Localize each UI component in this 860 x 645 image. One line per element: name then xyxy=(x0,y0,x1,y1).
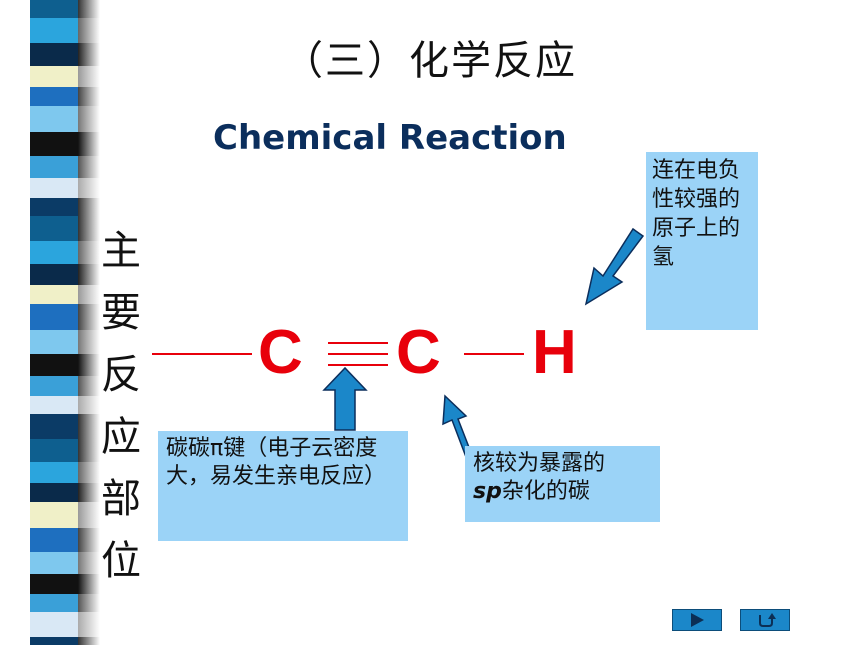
stripe-shadow-segment xyxy=(78,43,100,66)
stripe-segment xyxy=(30,198,78,216)
stripe-shadow-segment xyxy=(78,574,100,594)
return-button[interactable] xyxy=(740,609,790,631)
side-label-char: 应 xyxy=(101,414,141,460)
stripe-shadow-segment xyxy=(78,304,100,330)
stripe-shadow-segment xyxy=(78,87,100,106)
arrow-to-hydrogen xyxy=(584,227,645,306)
decorative-stripe-bar xyxy=(0,0,108,645)
stripe-shadow-segment xyxy=(78,264,100,285)
stripe-segment xyxy=(30,87,78,106)
next-slide-button[interactable] xyxy=(672,609,722,631)
stripe-shadow-segment xyxy=(78,483,100,502)
stripe-shadow-segment xyxy=(78,414,100,439)
hydrogen-annotation-box: 连在电负性较强的原子上的氢 xyxy=(646,152,758,330)
page-title: （三）化学反应 xyxy=(283,38,577,84)
stripe-segment xyxy=(30,414,78,439)
return-arrow-icon xyxy=(759,613,776,627)
triple-bond-line xyxy=(328,364,388,366)
stripe-shadow-segment xyxy=(78,502,100,528)
stripe-shadow-segment xyxy=(78,156,100,178)
sp-carbon-annotation-prefix: 核较为暴露的 xyxy=(473,451,606,476)
stripe-shadow-segment xyxy=(78,612,100,637)
stripe-shadow-segment xyxy=(78,396,100,414)
stripe-shadow-segment xyxy=(78,66,100,87)
stripe-segment xyxy=(30,354,78,376)
stripe-shadow-segment xyxy=(78,285,100,304)
side-label-char: 部 xyxy=(101,476,141,522)
stripe-segment xyxy=(30,483,78,502)
stripe-segment xyxy=(30,528,78,552)
sp-carbon-annotation-italic: sp xyxy=(473,479,502,504)
right-single-bond xyxy=(464,353,524,355)
carbon-atom-1: C xyxy=(258,318,303,387)
stripe-segment xyxy=(30,156,78,178)
page-subtitle: Chemical Reaction xyxy=(213,118,567,158)
stripe-segment xyxy=(30,376,78,396)
stripe-segment xyxy=(30,216,78,241)
stripe-segment xyxy=(30,502,78,528)
carbon-atom-2: C xyxy=(396,318,441,387)
stripe-segment xyxy=(30,637,78,645)
stripe-segment xyxy=(30,132,78,156)
stripe-shadow-segment xyxy=(78,594,100,612)
stripe-shadow-segment xyxy=(78,198,100,216)
stripe-segment xyxy=(30,18,78,43)
sp-carbon-annotation-suffix: 杂化的碳 xyxy=(501,479,590,504)
stripe-shadow-segment xyxy=(78,528,100,552)
stripe-segment xyxy=(30,106,78,132)
left-single-bond xyxy=(152,353,252,355)
pi-bond-annotation-text: 碳碳π键（电子云密度大，易发生亲电反应） xyxy=(166,436,387,489)
stripe-segment xyxy=(30,594,78,612)
stripe-segment xyxy=(30,66,78,87)
stripe-shadow-segment xyxy=(78,552,100,574)
stripe-shadow-segment xyxy=(78,462,100,483)
stripe-shadow-segment xyxy=(78,18,100,43)
stripe-segment xyxy=(30,462,78,483)
stripe-segment xyxy=(30,574,78,594)
stripe-segment xyxy=(30,285,78,304)
pi-bond-annotation-box: 碳碳π键（电子云密度大，易发生亲电反应） xyxy=(158,431,408,541)
stripe-shadow-segment xyxy=(78,241,100,264)
stripe-segment xyxy=(30,396,78,414)
stripe-segment xyxy=(30,0,78,18)
hydrogen-atom: H xyxy=(532,318,577,387)
stripe-segment xyxy=(30,552,78,574)
stripe-segment xyxy=(30,304,78,330)
stripe-segment xyxy=(30,178,78,198)
stripe-shadow-segment xyxy=(78,376,100,396)
stripe-shadow-segment xyxy=(78,354,100,376)
sp-carbon-annotation-box: 核较为暴露的 sp杂化的碳 xyxy=(465,446,660,522)
arrow-to-pi-bond xyxy=(322,366,368,431)
stripe-segment xyxy=(30,241,78,264)
stripe-segment xyxy=(30,264,78,285)
triple-bond-line xyxy=(328,342,388,344)
stripe-shadow-segment xyxy=(78,637,100,645)
stripe-segment xyxy=(30,612,78,637)
stripe-shadow-segment xyxy=(78,132,100,156)
stripe-shadow-segment xyxy=(78,330,100,354)
side-label-char: 位 xyxy=(101,538,141,584)
stripe-shadow-segment xyxy=(78,106,100,132)
play-triangle-icon xyxy=(691,613,704,627)
stripe-shadow-segment xyxy=(78,216,100,241)
stripe-segment xyxy=(30,439,78,462)
side-label-char: 反 xyxy=(101,352,141,398)
side-label-char: 主 xyxy=(101,228,141,274)
hydrogen-annotation-text: 连在电负性较强的原子上的氢 xyxy=(652,158,741,270)
side-label-char: 要 xyxy=(101,290,141,336)
stripe-shadow-segment xyxy=(78,0,100,18)
triple-bond-line xyxy=(328,353,388,355)
stripe-segment xyxy=(30,330,78,354)
stripe-shadow-segment xyxy=(78,439,100,462)
stripe-shadow-segment xyxy=(78,178,100,198)
stripe-segment xyxy=(30,43,78,66)
